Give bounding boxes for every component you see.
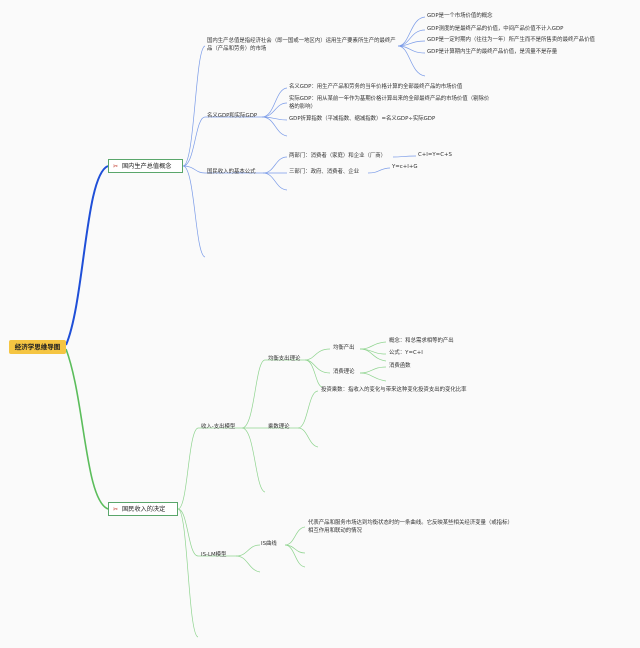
islm-node[interactable]: IS-LM模型 [201, 552, 227, 558]
investment-multiplier-item[interactable]: 投资乘数：指收入的变化与带来这种变化投资支出的变化比率 [321, 387, 467, 393]
equilibrium-formula-item[interactable]: 公式：Y=C+I [389, 350, 423, 356]
consumption-theory-node[interactable]: 消费理论 [333, 369, 355, 375]
gdp-note-1[interactable]: GDP是一个市场价值的概念 [427, 13, 493, 19]
three-sector-item[interactable]: 三部门：政府、消费者、企业 [289, 169, 360, 175]
tool-icon: ✂ [113, 506, 119, 513]
root-to-branch1-connector [65, 165, 109, 346]
gdp-note-4[interactable]: GDP是计算期内生产的最终产品价值，是流量不是存量 [427, 49, 558, 55]
branch-income-determination[interactable]: ✂国民收入的决定 [108, 502, 178, 516]
gdp-deflator-item[interactable]: GDP折算指数（平减指数、缩减指数）=名义GDP÷实际GDP [289, 116, 436, 122]
income-formula-node[interactable]: 国民收入的基本公式 [207, 169, 256, 175]
is-curve-node[interactable]: IS曲线 [261, 541, 277, 547]
three-sector-formula[interactable]: Y=c+I+G [392, 164, 418, 170]
gdp-definition[interactable]: 国内生产总值是指经济社会（即一国或一地区内）运用生产要素所生产的最终产品（产品和… [207, 38, 396, 52]
nominal-real-node[interactable]: 名义GDP和实际GDP [207, 113, 258, 119]
income-expenditure-node[interactable]: 收入-支出模型 [201, 424, 236, 430]
branch2-connectors [177, 341, 387, 638]
equilibrium-concept-item[interactable]: 概念：和总需求相等的产出 [389, 338, 454, 344]
multiplier-node[interactable]: 乘数理论 [268, 424, 290, 430]
equilibrium-node[interactable]: 均衡支出理论 [268, 356, 301, 362]
branch-gdp-concept[interactable]: ✂国内生产总值概念 [108, 159, 183, 173]
gdp-note-3[interactable]: GDP是一定时期内（往往为一年）所产生而不是所售卖的最终产品价值 [427, 37, 595, 43]
tool-icon: ✂ [113, 163, 119, 170]
equilibrium-output-node[interactable]: 均衡产出 [333, 345, 355, 351]
real-gdp-item[interactable]: 实际GDP：用从某前一年作为基期价格计算出来的全部最终产品的市场价值（剔除价格的… [289, 96, 490, 110]
two-sector-formula[interactable]: C+I=Y=C+S [418, 152, 452, 158]
branch1-connectors [182, 16, 426, 258]
nominal-gdp-item[interactable]: 名义GDP：用生产产品和劳务的当年价格计算的全部最终产品的市场价值 [289, 84, 463, 90]
branch-gdp-concept-label: 国内生产总值概念 [122, 163, 172, 170]
gdp-note-2[interactable]: GDP测度的是最终产品的价值，中间产品价值不计入GDP [427, 26, 564, 32]
consumption-function-item[interactable]: 消费函数 [389, 363, 411, 369]
two-sector-item[interactable]: 两部门：消费者（家庭）和企业（厂商） [289, 153, 387, 159]
root-to-branch2-connector [65, 348, 109, 510]
is-curve-desc[interactable]: 代表产品和服务市场达到均衡状态时的一条曲线。它反映某些相关经济变量（或指标）相互… [308, 520, 513, 534]
root-node[interactable]: 经济学思维导图 [9, 340, 66, 354]
branch-income-determination-label: 国民收入的决定 [122, 506, 166, 513]
